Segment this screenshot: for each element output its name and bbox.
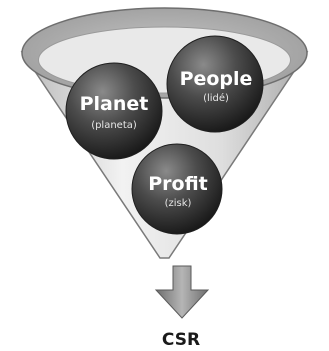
down-arrow-icon [154,265,210,319]
planet-circle [65,62,163,160]
people-title: People [180,68,253,90]
planet-subtitle: (planeta) [91,120,137,131]
people-subtitle: (lidé) [203,92,229,104]
profit-circle [131,143,223,235]
csr-label: CSR [162,330,200,350]
profit-ball: Profit (zisk) [131,143,223,235]
people-ball: People (lidé) [166,35,264,133]
planet-ball: Planet (planeta) [65,62,163,160]
people-circle [166,35,264,133]
planet-title: Planet [80,93,149,115]
profit-title: Profit [148,173,208,195]
profit-subtitle: (zisk) [165,198,192,209]
